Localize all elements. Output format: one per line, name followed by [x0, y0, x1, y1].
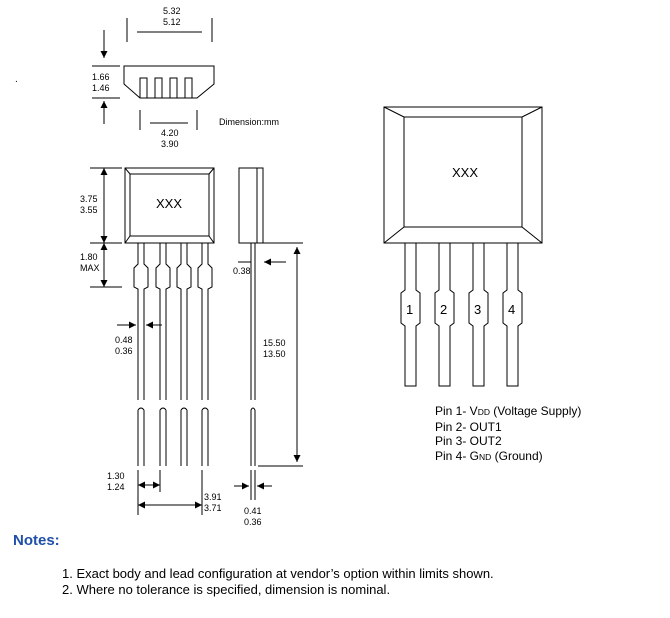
side-view — [234, 167, 303, 500]
pin-legend-item: Pin 4- GND (Ground) — [435, 448, 543, 463]
pin-legend: Pin 1- VDD (Voltage Supply) Pin 2- OUT1 … — [435, 404, 581, 464]
top-depth-min: 3.90 — [161, 139, 179, 149]
pin-number-2: 2 — [440, 302, 447, 317]
notes-list: 1. Exact body and lead configuration at … — [62, 566, 494, 598]
shoulder-max-label: MAX — [80, 263, 100, 273]
lead-span-min: 3.71 — [204, 503, 222, 513]
note-item: 1. Exact body and lead configuration at … — [62, 566, 494, 581]
pin-number-1: 1 — [406, 302, 413, 317]
top-view — [92, 18, 215, 130]
pin-number-3: 3 — [474, 302, 481, 317]
pin-view-marking: XXX — [452, 165, 478, 180]
top-height-max: 1.66 — [92, 72, 110, 82]
pin-view — [383, 106, 543, 387]
front-leads — [117, 243, 213, 515]
pin-legend-item: Pin 1- VDD (Voltage Supply) — [435, 404, 582, 418]
body-height-max: 3.75 — [80, 194, 98, 204]
dimension-unit-label: Dimension:mm — [219, 117, 279, 127]
side-thickness: 0.38 — [233, 266, 251, 276]
top-height-min: 1.46 — [92, 83, 110, 93]
lead-pitch-max: 1.30 — [107, 471, 125, 481]
lead-length-min: 13.50 — [263, 349, 286, 359]
pin-legend-item: Pin 3- OUT2 — [435, 434, 502, 448]
shoulder-max: 1.80 — [80, 252, 98, 262]
pin-number-4: 4 — [508, 302, 515, 317]
notes-heading: Notes: — [13, 532, 60, 549]
lead-width-min: 0.36 — [115, 346, 133, 356]
top-depth-max: 4.20 — [161, 128, 179, 138]
front-marking: XXX — [156, 196, 182, 211]
lead-thickness-min: 0.36 — [244, 517, 262, 527]
lead-length-max: 15.50 — [263, 338, 286, 348]
top-width-min: 5.12 — [163, 17, 181, 27]
lead-width-max: 0.48 — [115, 335, 133, 345]
lead-pitch-min: 1.24 — [107, 482, 125, 492]
stray-mark: . — [15, 74, 18, 85]
note-item: 2. Where no tolerance is specified, dime… — [62, 582, 391, 597]
front-view — [90, 167, 215, 288]
lead-thickness-max: 0.41 — [244, 506, 262, 516]
top-width-max: 5.32 — [163, 6, 181, 16]
body-height-min: 3.55 — [80, 205, 98, 215]
lead-span-max: 3.91 — [204, 492, 222, 502]
pin-legend-item: Pin 2- OUT1 — [435, 419, 502, 434]
